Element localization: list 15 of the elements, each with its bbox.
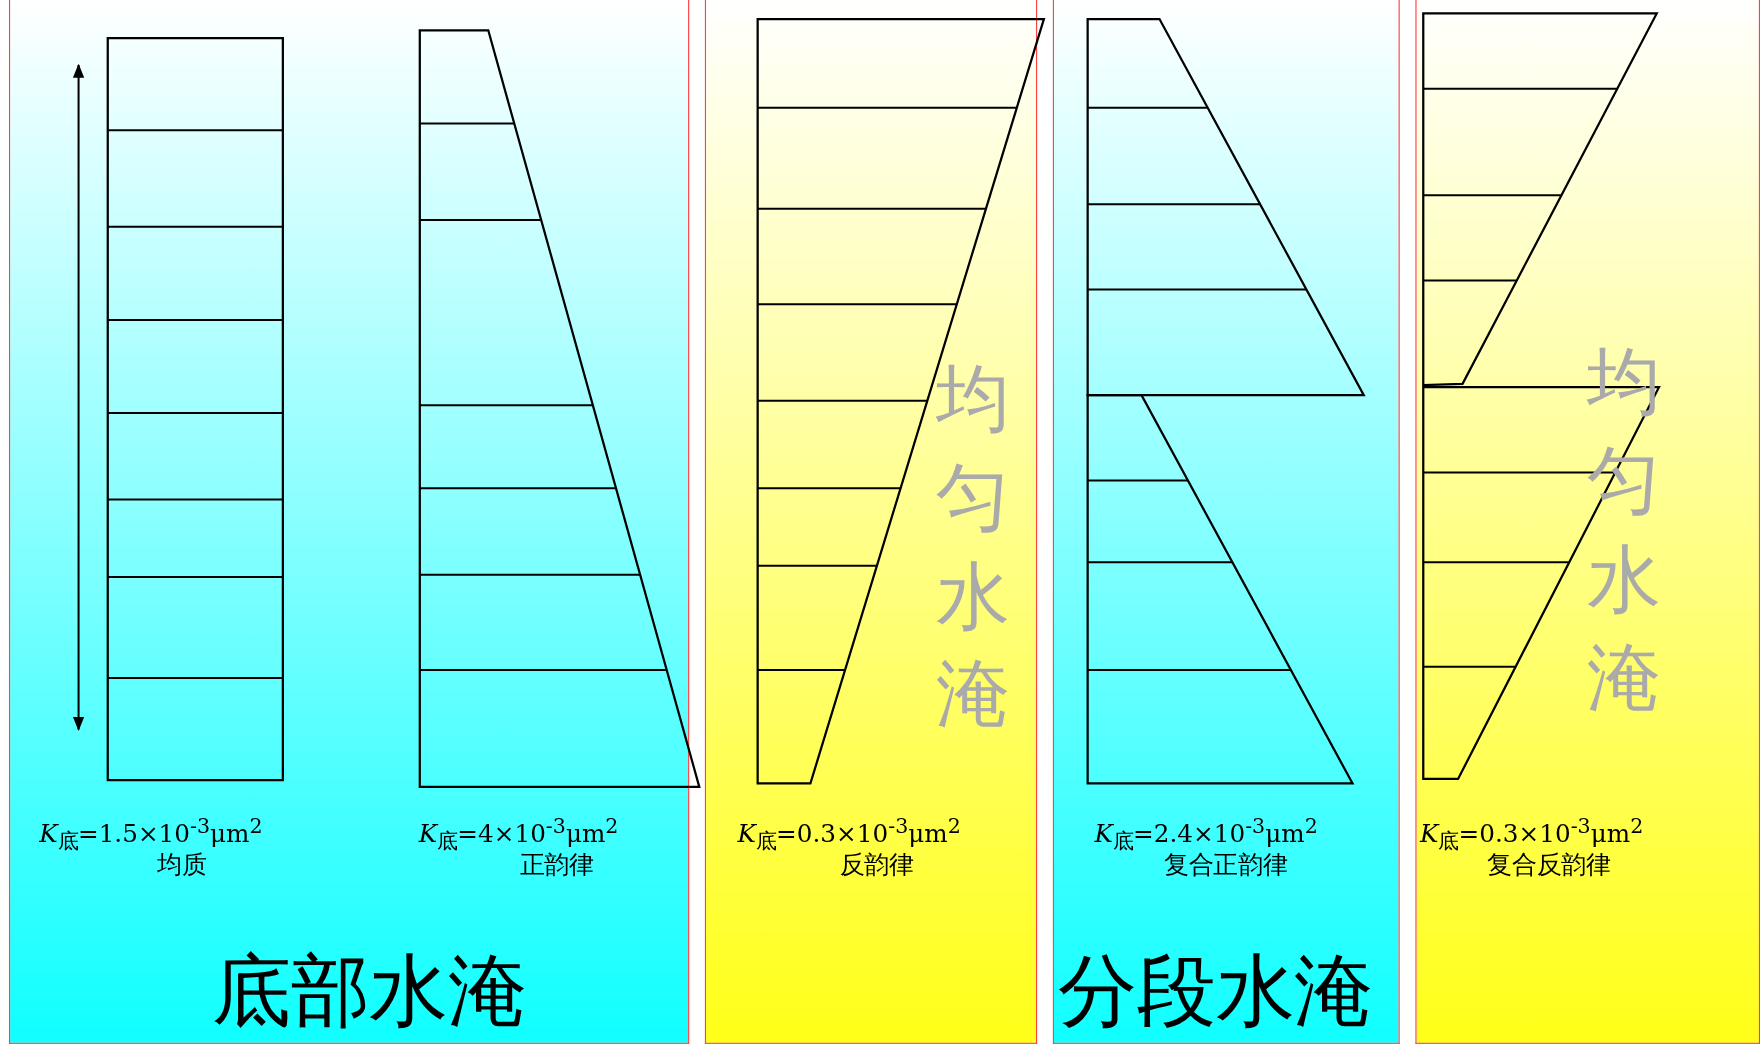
permeability-label: K$_{底}$=2.4×10$^{-3}$μm$^{2}$ — [1094, 816, 1318, 852]
zone-panel — [1052, 0, 1400, 1044]
rhythm-label: 均质 — [157, 853, 207, 878]
permeability-label: K$_{底}$=4×10$^{-3}$μm$^{2}$ — [418, 816, 619, 852]
permeability-label: K$_{底}$=1.5×10$^{-3}$μm$^{2}$ — [39, 816, 263, 852]
watermark-text: 均匀水淹 — [936, 354, 1012, 740]
rhythm-label: 复合反韵律 — [1487, 853, 1611, 878]
rhythm-label: 复合正韵律 — [1164, 853, 1288, 878]
rhythm-label: 正韵律 — [519, 853, 594, 878]
permeability-label: K$_{底}$=0.3×10$^{-3}$μm$^{2}$ — [737, 816, 961, 852]
rhythm-label: 反韵律 — [839, 853, 914, 878]
zone-panel — [1415, 0, 1760, 1044]
permeability-label: K$_{底}$=0.3×10$^{-3}$μm$^{2}$ — [1419, 816, 1644, 852]
zone-title: 底部水淹 — [212, 951, 527, 1031]
zone-title: 分段水淹 — [1058, 951, 1373, 1031]
